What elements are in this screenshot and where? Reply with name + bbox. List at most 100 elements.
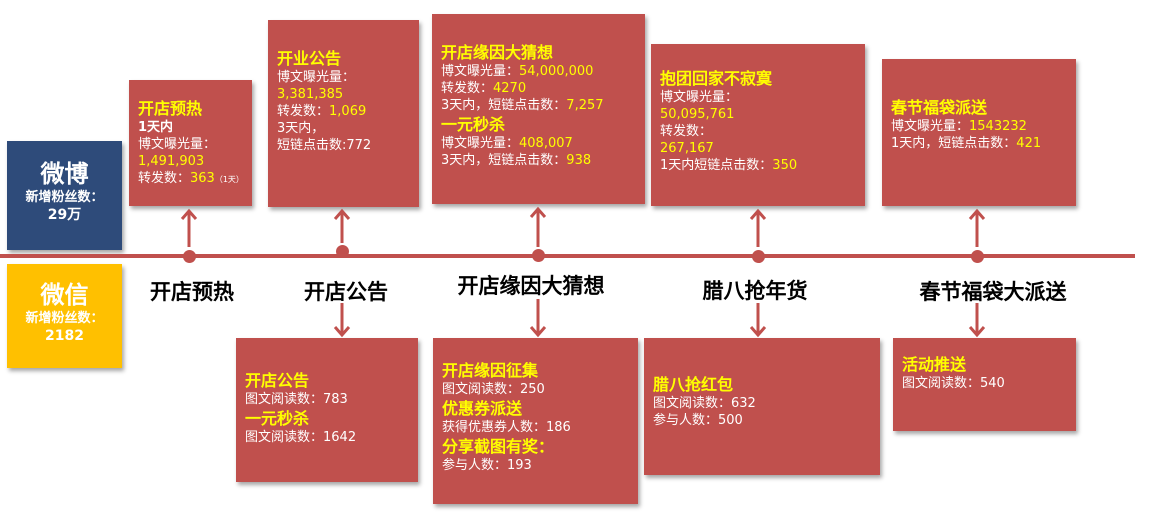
stat-text: 开店公告 — [245, 371, 310, 390]
event-stat-line: 50,095,761 — [660, 106, 859, 123]
event-stat-line: 博文曝光量：408,007 — [441, 135, 639, 152]
event-stat-line: 3天内， — [277, 120, 413, 137]
stat-text: 一元秒杀 — [441, 115, 506, 134]
event-stat-line: 图文阅读数：632 — [653, 395, 874, 412]
event-stat-line: 图文阅读数：1642 — [245, 429, 412, 446]
timeline-dot — [336, 245, 349, 258]
timeline-dot — [532, 249, 545, 262]
event-stat-line: 短链点击数:772 — [277, 137, 413, 154]
stat-text: 短链点击数： — [694, 158, 773, 173]
stat-text: 博文曝光量： — [441, 136, 520, 151]
arrow-up-icon — [529, 206, 547, 247]
event-stat-line: 1天内 — [138, 119, 246, 136]
stat-text: 转发数： — [277, 104, 330, 119]
weixin-title: 微信 — [40, 281, 89, 309]
timeline-dot — [971, 250, 984, 263]
event-title: 开店预热 — [138, 98, 246, 119]
arrow-down-icon — [968, 303, 986, 338]
stat-text: 开店缘因征集 — [442, 361, 539, 380]
weibo-fans-value: 29万 — [47, 207, 82, 223]
stat-text: 优惠券派送 — [442, 399, 523, 418]
event-title: 开店公告 — [245, 370, 412, 391]
milestone-label: 开店预热 — [150, 280, 234, 304]
stat-text: 一元秒杀 — [245, 409, 310, 428]
event-stat-line: 3天内，短链点击数：938 — [441, 152, 639, 169]
stat-value: 1,491,903 — [138, 154, 205, 169]
event-stat-line: 图文阅读数：250 — [442, 381, 632, 398]
event-title: 一元秒杀 — [245, 408, 412, 429]
stat-text: 3天内 — [441, 153, 476, 168]
stat-text: 1天内 — [138, 120, 174, 135]
stat-text: 活动推送 — [902, 355, 967, 374]
event-stat-line: 博文曝光量： — [138, 136, 246, 153]
stat-value: 4270 — [493, 81, 527, 96]
stat-text: 3天内， — [277, 121, 325, 136]
arrow-down-icon — [333, 303, 351, 338]
arrow-up-icon — [180, 208, 198, 247]
weixin-fans-label: 新增粉丝数： — [25, 311, 104, 326]
event-stat-line: 图文阅读数：783 — [245, 391, 412, 408]
weibo-title: 微博 — [40, 160, 89, 188]
stat-value: 267,167 — [660, 141, 714, 156]
stat-text: 图文阅读数：1642 — [245, 430, 357, 445]
milestone-label: 腊八抢年货 — [702, 279, 808, 303]
stat-text: 抱团回家不寂寞 — [660, 69, 773, 88]
stat-text: 3天内 — [441, 98, 476, 113]
stat-text: ，短链点击数： — [475, 98, 567, 113]
event-stat-line: 博文曝光量：1543232 — [891, 118, 1070, 135]
stat-value: 50,095,761 — [660, 107, 735, 122]
stat-text: 1天内 — [660, 158, 695, 173]
event-stat-line: 参与人数：193 — [442, 457, 632, 474]
milestone-label: 开店公告 — [304, 280, 388, 304]
event-stat-line: 3,381,385 — [277, 86, 413, 103]
arrow-down-icon — [749, 303, 767, 338]
stat-text: （1天） — [214, 175, 244, 184]
event-title: 开店缘因大猜想 — [441, 42, 639, 63]
stat-text: 1天内 — [891, 136, 926, 151]
stat-text: 分享截图有奖： — [442, 437, 555, 456]
timeline-dot — [752, 250, 765, 263]
event-stat-line: 转发数：1,069 — [277, 103, 413, 120]
event-title: 春节福袋派送 — [891, 97, 1070, 118]
stat-text: 春节福袋派送 — [891, 98, 988, 117]
stat-text: 参与人数：193 — [442, 458, 532, 473]
event-stat-line: 参与人数：500 — [653, 412, 874, 429]
event-title: 腊八抢红包 — [653, 374, 874, 395]
event-title: 开店缘因征集 — [442, 360, 632, 381]
stat-text: 开店缘因大猜想 — [441, 43, 554, 62]
stat-text: 开业公告 — [277, 49, 342, 68]
stat-text: 博文曝光量： — [138, 137, 217, 152]
stat-text: 博文曝光量： — [891, 119, 970, 134]
stat-text: 转发数： — [138, 171, 191, 186]
stat-text: 博文曝光量： — [277, 70, 356, 85]
stat-text: 图文阅读数：250 — [442, 382, 545, 397]
event-stat-line: 获得优惠券人数：186 — [442, 419, 632, 436]
stat-value: 1,069 — [329, 104, 367, 119]
event-stat-line: 1,491,903 — [138, 153, 246, 170]
arrow-down-icon — [529, 299, 547, 338]
milestone-label: 春节福袋大派送 — [919, 280, 1067, 304]
stat-text: 转发数： — [441, 81, 494, 96]
event-stat-line: 图文阅读数：540 — [902, 375, 1070, 392]
event-title: 分享截图有奖： — [442, 436, 632, 457]
stat-value: 408,007 — [519, 136, 573, 151]
stat-value: 363 — [190, 171, 215, 186]
event-title: 优惠券派送 — [442, 398, 632, 419]
timeline-axis — [0, 254, 1135, 258]
stat-value: 1543232 — [969, 119, 1027, 134]
event-title: 活动推送 — [902, 354, 1070, 375]
stat-value: 54,000,000 — [519, 64, 594, 79]
event-stat-line: 转发数： — [660, 123, 859, 140]
stat-value: 421 — [1016, 136, 1042, 151]
event-title: 开业公告 — [277, 48, 413, 69]
event-stat-line: 3天内，短链点击数：7,257 — [441, 97, 639, 114]
stat-text: ，短链点击数： — [925, 136, 1017, 151]
stat-value: 3,381,385 — [277, 87, 344, 102]
stat-text: 博文曝光量： — [660, 90, 739, 105]
